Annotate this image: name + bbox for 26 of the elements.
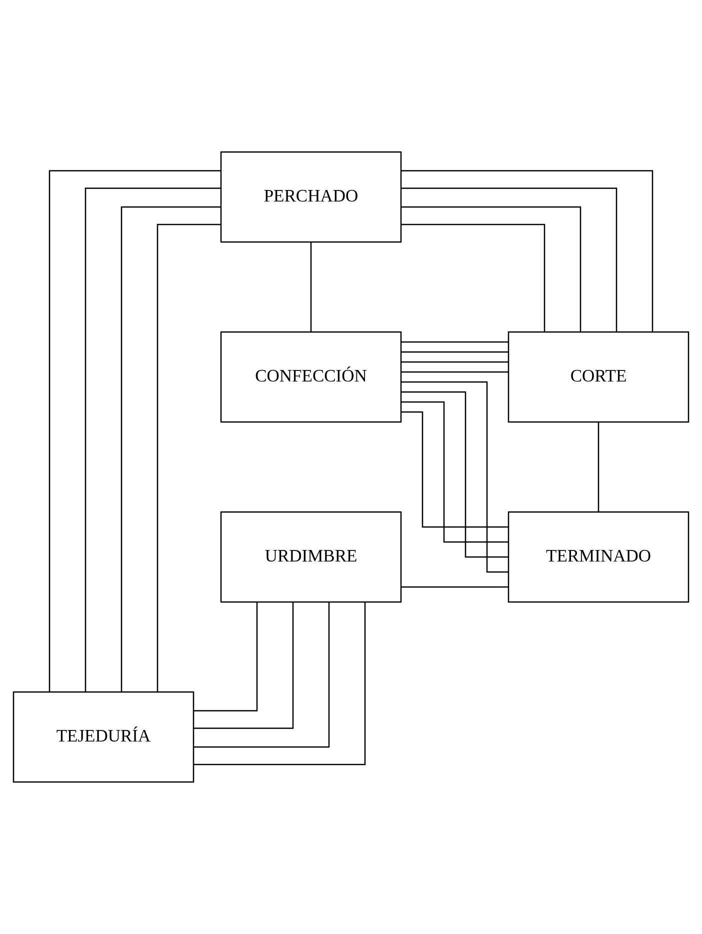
connector — [401, 170, 654, 332]
connector — [401, 206, 582, 332]
connector — [84, 188, 221, 692]
connector — [310, 242, 312, 332]
connector — [401, 224, 546, 332]
connector — [48, 170, 221, 692]
connector — [401, 361, 508, 363]
connector — [120, 206, 221, 692]
node-box: TEJEDURÍA — [12, 691, 194, 783]
connector — [194, 602, 366, 766]
connector — [401, 351, 508, 353]
connector — [598, 422, 600, 512]
connector — [194, 602, 294, 729]
connector — [401, 586, 508, 588]
connector — [156, 224, 221, 692]
node-box: URDIMBRE — [220, 511, 402, 603]
connector — [401, 188, 618, 332]
connector — [194, 602, 330, 748]
connector — [401, 341, 508, 343]
node-box: CORTE — [508, 331, 690, 423]
connector — [194, 602, 258, 712]
connector — [401, 411, 508, 528]
node-box: PERCHADO — [220, 151, 402, 243]
node-box: CONFECCIÓN — [220, 331, 402, 423]
node-box: TERMINADO — [508, 511, 690, 603]
connector — [401, 371, 508, 373]
